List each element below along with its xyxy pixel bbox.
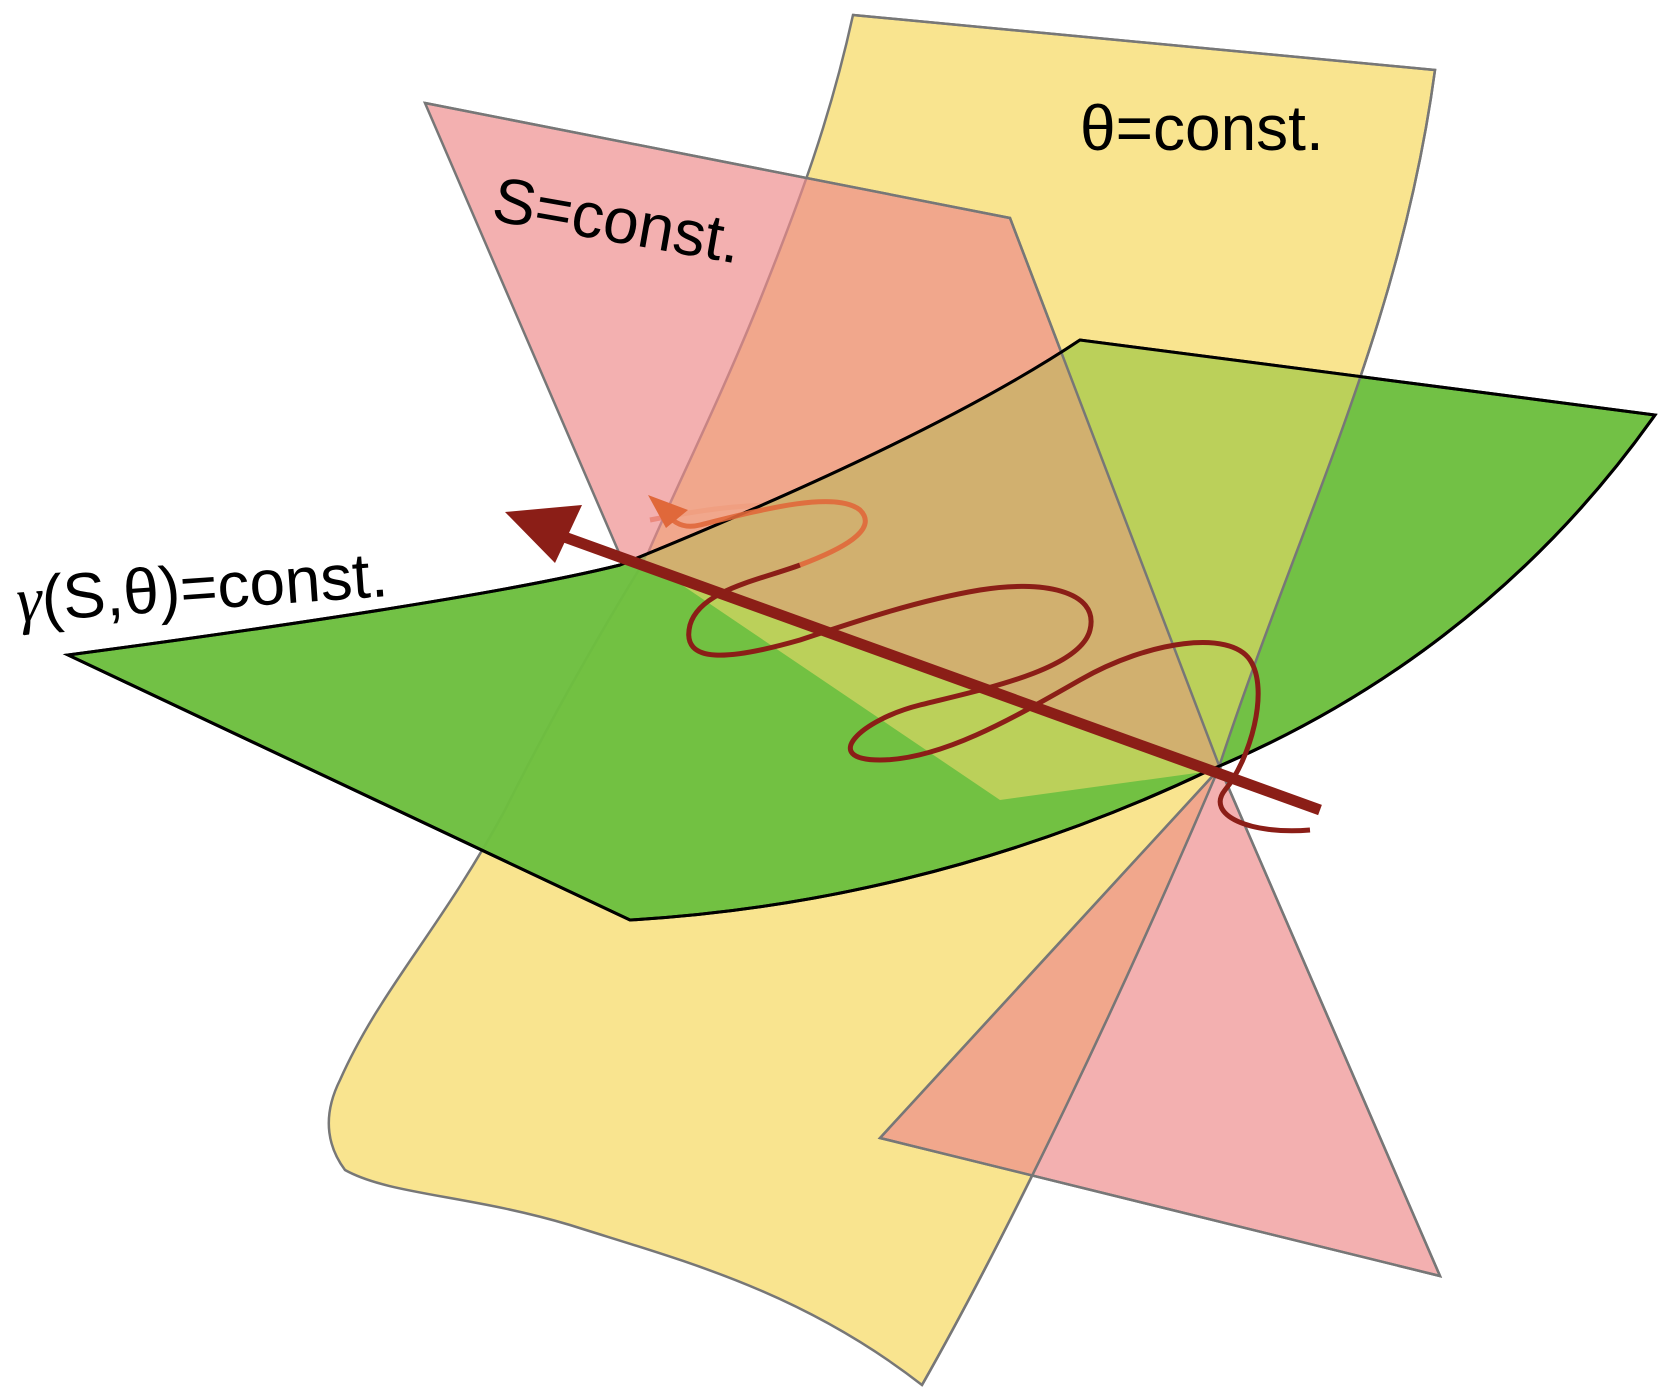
arrowhead-icon	[648, 495, 688, 528]
theta-label: θ=const.	[1080, 92, 1324, 164]
gamma-surface-edge	[62, 338, 1658, 922]
arrow-icon	[543, 524, 1322, 816]
theta-surface-front	[645, 340, 1435, 800]
s-surface-edge	[424, 101, 1443, 1278]
wavy-path-front	[686, 562, 1311, 834]
main-arrowhead	[505, 505, 582, 563]
wavy-path-front-light	[657, 499, 868, 568]
